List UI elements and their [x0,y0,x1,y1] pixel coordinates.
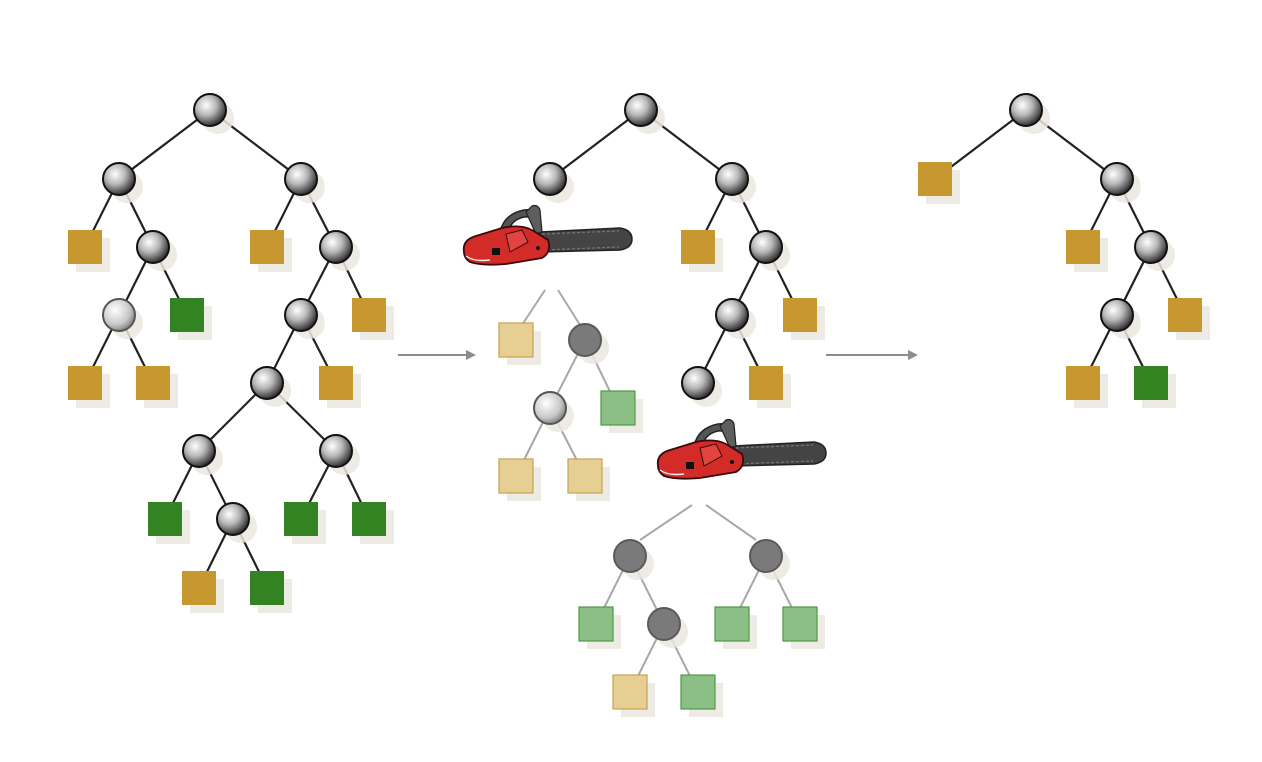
decision-node-icon [647,607,681,641]
chainsaw-grip [719,418,737,449]
decision-node-icon [216,502,250,536]
leaf-icon [1066,366,1100,400]
decision-node-icon [1009,93,1043,127]
leaf-icon [250,230,284,264]
chainsaw-bar [733,441,827,467]
leaf-icon [148,502,182,536]
decision-node-icon [284,298,318,332]
decision-node-icon [568,323,602,357]
leaf-icon [136,366,170,400]
tree-nodes [68,93,1202,710]
decision-node-icon [624,93,658,127]
node-shadows [76,102,1210,717]
leaf-icon [600,390,636,426]
leaf-icon [714,606,750,642]
chainsaw-body [656,439,745,480]
leaf-icon [782,606,818,642]
chainsaws [462,204,827,480]
decision-node-icon [1100,162,1134,196]
leaf-icon [680,674,716,710]
leaf-icon [250,571,284,605]
cut-edge [639,504,693,541]
leaf-icon [498,458,534,494]
leaf-icon [612,674,648,710]
chainsaw-grip [525,204,543,235]
leaf-icon [68,366,102,400]
chainsaw-panel [505,229,529,253]
decision-node-icon [102,298,136,332]
decision-node-icon [182,434,216,468]
chainsaw-bolt [730,460,734,464]
tree-edge [118,109,211,180]
decision-node-icon [533,391,567,425]
chainsaw-icon [462,204,633,266]
leaf-icon [498,322,534,358]
decision-node-icon [319,434,353,468]
chainsaw-trim [659,469,685,476]
decision-node-icon [715,162,749,196]
chainsaw-bolt [536,246,540,250]
leaf-icon [352,502,386,536]
decision-node-icon [1134,230,1168,264]
decision-node-icon [613,539,647,573]
chainsaw-icon [656,418,827,480]
leaf-icon [1168,298,1202,332]
chainsaw-chain [541,230,620,235]
chainsaw-panel [699,443,723,467]
leaf-icon [749,366,783,400]
tree-edge [549,109,642,180]
chainsaw-trim [465,255,491,262]
decision-node-icon [1100,298,1134,332]
leaf-icon [170,298,204,332]
leaf-icon [578,606,614,642]
decision-node-icon [749,230,783,264]
decision-node-icon [136,230,170,264]
leaf-icon [1066,230,1100,264]
decision-node-icon [749,539,783,573]
decision-node-icon [681,366,715,400]
cut-edge [705,504,757,541]
cut-edge [557,289,581,326]
leaf-icon [567,458,603,494]
decision-node-icon [533,162,567,196]
cut-edge [521,289,546,326]
decision-node-icon [250,366,284,400]
chainsaw-chain [541,246,620,251]
leaf-icon [284,502,318,536]
decision-node-icon [284,162,318,196]
chainsaw-chain [735,460,814,465]
leaf-icon [68,230,102,264]
decision-node-icon [319,230,353,264]
chainsaw-bar [539,227,633,253]
decision-node-icon [715,298,749,332]
chainsaw-body [462,225,551,266]
leaf-icon [352,298,386,332]
chainsaw-chain [735,444,814,449]
leaf-icon [681,230,715,264]
leaf-icon [182,571,216,605]
chainsaw-switch [686,462,694,469]
leaf-icon [918,162,952,196]
leaf-icon [783,298,817,332]
leaf-icon [319,366,353,400]
decision-node-icon [193,93,227,127]
decision-node-icon [102,162,136,196]
leaf-icon [1134,366,1168,400]
chainsaw-switch [492,248,500,255]
